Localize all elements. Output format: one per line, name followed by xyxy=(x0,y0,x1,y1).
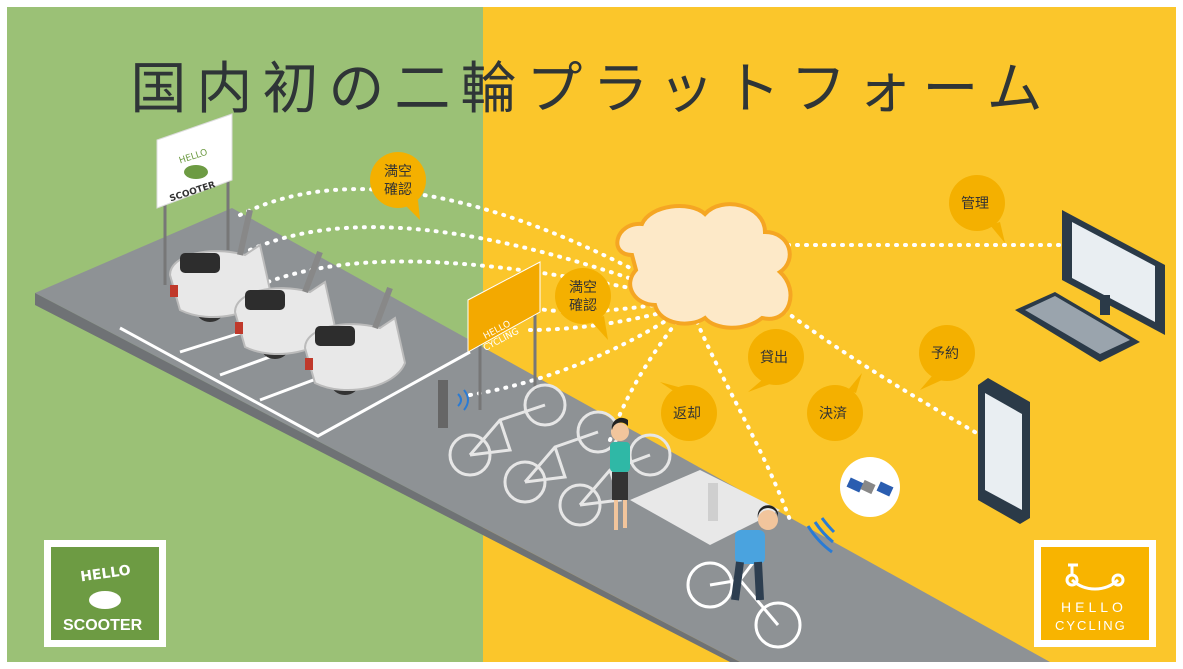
rabbit-scooter-icon xyxy=(184,165,208,179)
bubble-manage-label: 管理 xyxy=(961,196,989,212)
hello-scooter-logo: HELLO SCOOTER xyxy=(44,540,166,647)
desktop-computer-icon xyxy=(1015,210,1165,362)
bubble-manage: 管理 xyxy=(949,175,1005,243)
bubble-rent: 貸出 xyxy=(748,329,804,392)
rabbit-scooter-logo-icon xyxy=(89,591,121,609)
bubble-pay: 決済 xyxy=(807,373,863,441)
page-title: 国内初の二輪プラットフォーム xyxy=(130,57,1053,122)
scooter-logo-line2: SCOOTER xyxy=(63,617,143,634)
bicycle-logo-icon xyxy=(1065,563,1125,591)
bubble-cycle-check-line1: 満空 xyxy=(569,280,597,296)
bubble-scooter-check-line2: 確認 xyxy=(384,182,412,198)
cloud-icon xyxy=(615,202,793,330)
bubble-return: 返却 xyxy=(660,382,717,441)
bubble-cycle-check-line2: 確認 xyxy=(569,298,597,314)
cycling-logo-line1: HELLO xyxy=(1061,599,1127,615)
bubble-scooter-check: 満空 確認 xyxy=(370,152,426,220)
smartphone-icon xyxy=(978,378,1030,524)
dock-post xyxy=(708,483,718,521)
bubble-pay-label: 決済 xyxy=(819,406,847,422)
bubble-scooter-check-line1: 満空 xyxy=(384,164,412,180)
scooters xyxy=(168,209,407,395)
bike-dock xyxy=(630,470,780,545)
scooter-station-sign: HELLO SCOOTER xyxy=(156,113,233,285)
bubble-reserve-label: 予約 xyxy=(931,346,959,362)
woman-renting-bike xyxy=(610,417,630,530)
bubble-return-label: 返却 xyxy=(673,406,701,422)
cycling-logo-line2: CYCLING xyxy=(1055,618,1127,633)
bubble-reserve: 予約 xyxy=(919,325,975,390)
satellite-icon xyxy=(806,457,900,554)
bubble-cycle-check: 満空 確認 xyxy=(555,268,611,340)
cycling-station-sign: HELLO CYCLING xyxy=(467,261,541,410)
cyclist xyxy=(686,505,802,649)
hello-cycling-logo: HELLO CYCLING xyxy=(1034,540,1156,647)
ic-reader-post xyxy=(438,380,469,428)
bubble-rent-label: 貸出 xyxy=(760,350,788,366)
scooter-logo-line1: HELLO xyxy=(79,562,131,585)
